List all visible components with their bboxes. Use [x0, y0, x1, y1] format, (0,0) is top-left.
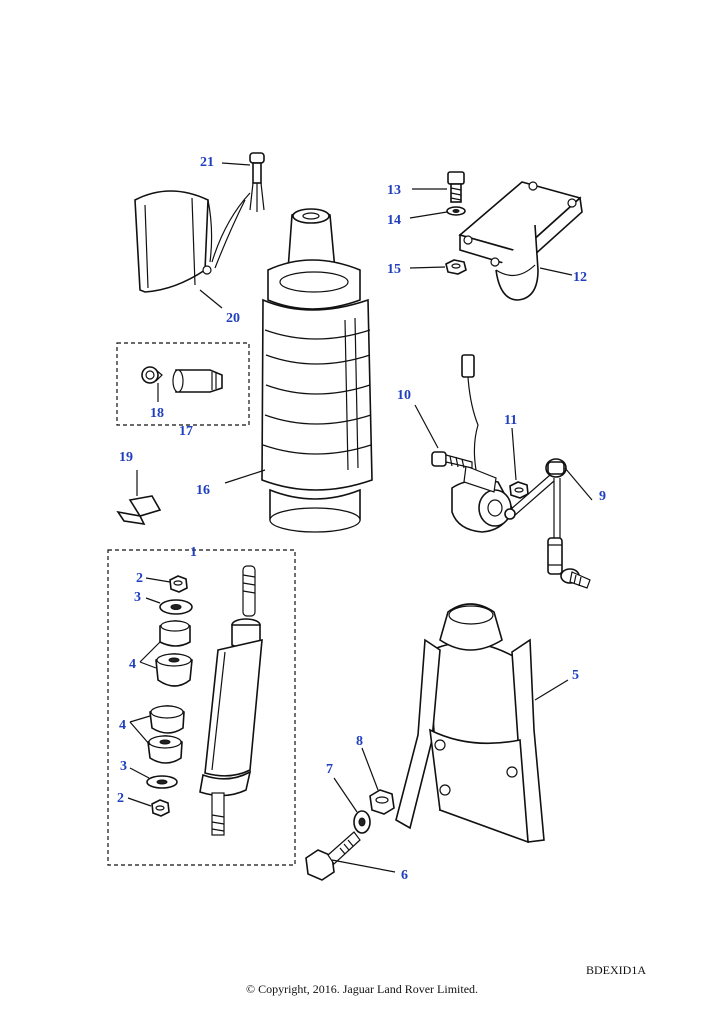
callout-16: 16: [196, 483, 210, 498]
callout-4-upper: 4: [129, 657, 136, 672]
callout-8: 8: [356, 734, 363, 749]
callout-10: 10: [397, 388, 411, 403]
callout-11: 11: [504, 413, 517, 428]
callout-2-bottom: 2: [117, 791, 124, 806]
callout-18: 18: [150, 406, 164, 421]
callout-15: 15: [387, 262, 401, 277]
callout-17: 17: [179, 424, 193, 439]
part-8-nut: [361, 747, 395, 815]
callout-20: 20: [226, 311, 240, 326]
part-10-height-sensor: [414, 354, 513, 533]
part-1-damper-assembly: [107, 549, 296, 866]
part-12-bracket: [458, 181, 583, 301]
part-16-air-spring: [224, 208, 373, 533]
callout-1: 1: [190, 545, 197, 560]
part-7-washer: [333, 777, 371, 834]
part-21-pin: [221, 152, 265, 212]
part-14-washer: [409, 206, 466, 219]
callout-9: 9: [599, 489, 606, 504]
callout-3-top: 3: [134, 590, 141, 605]
part-19-clip: [116, 470, 162, 526]
part-9-link: [504, 458, 593, 589]
callout-4-lower: 4: [119, 718, 126, 733]
callouts: 21 20 13 14 15 12 18 17 10 11 9 19 16 1 …: [117, 155, 606, 883]
part-11-nut: [509, 427, 529, 499]
part-6-bolt: [305, 831, 396, 881]
callout-7: 7: [326, 762, 333, 777]
reference-code: BDEXID1A: [586, 963, 646, 977]
callout-3-bottom: 3: [120, 759, 127, 774]
part-17-fitting-kit: [116, 342, 250, 426]
callout-2-top: 2: [136, 571, 143, 586]
part-15-nut: [409, 259, 467, 275]
part-13-bolt: [412, 171, 465, 203]
callout-6: 6: [401, 868, 408, 883]
callout-21: 21: [200, 155, 214, 170]
callout-12: 12: [573, 270, 587, 285]
callout-19: 19: [119, 450, 133, 465]
part-5-mounting-bracket: [395, 603, 569, 844]
copyright-notice: © Copyright, 2016. Jaguar Land Rover Lim…: [245, 982, 479, 996]
part-20-shield: [134, 190, 251, 309]
callout-14: 14: [387, 213, 401, 228]
callout-5: 5: [572, 668, 579, 683]
callout-13: 13: [387, 183, 401, 198]
